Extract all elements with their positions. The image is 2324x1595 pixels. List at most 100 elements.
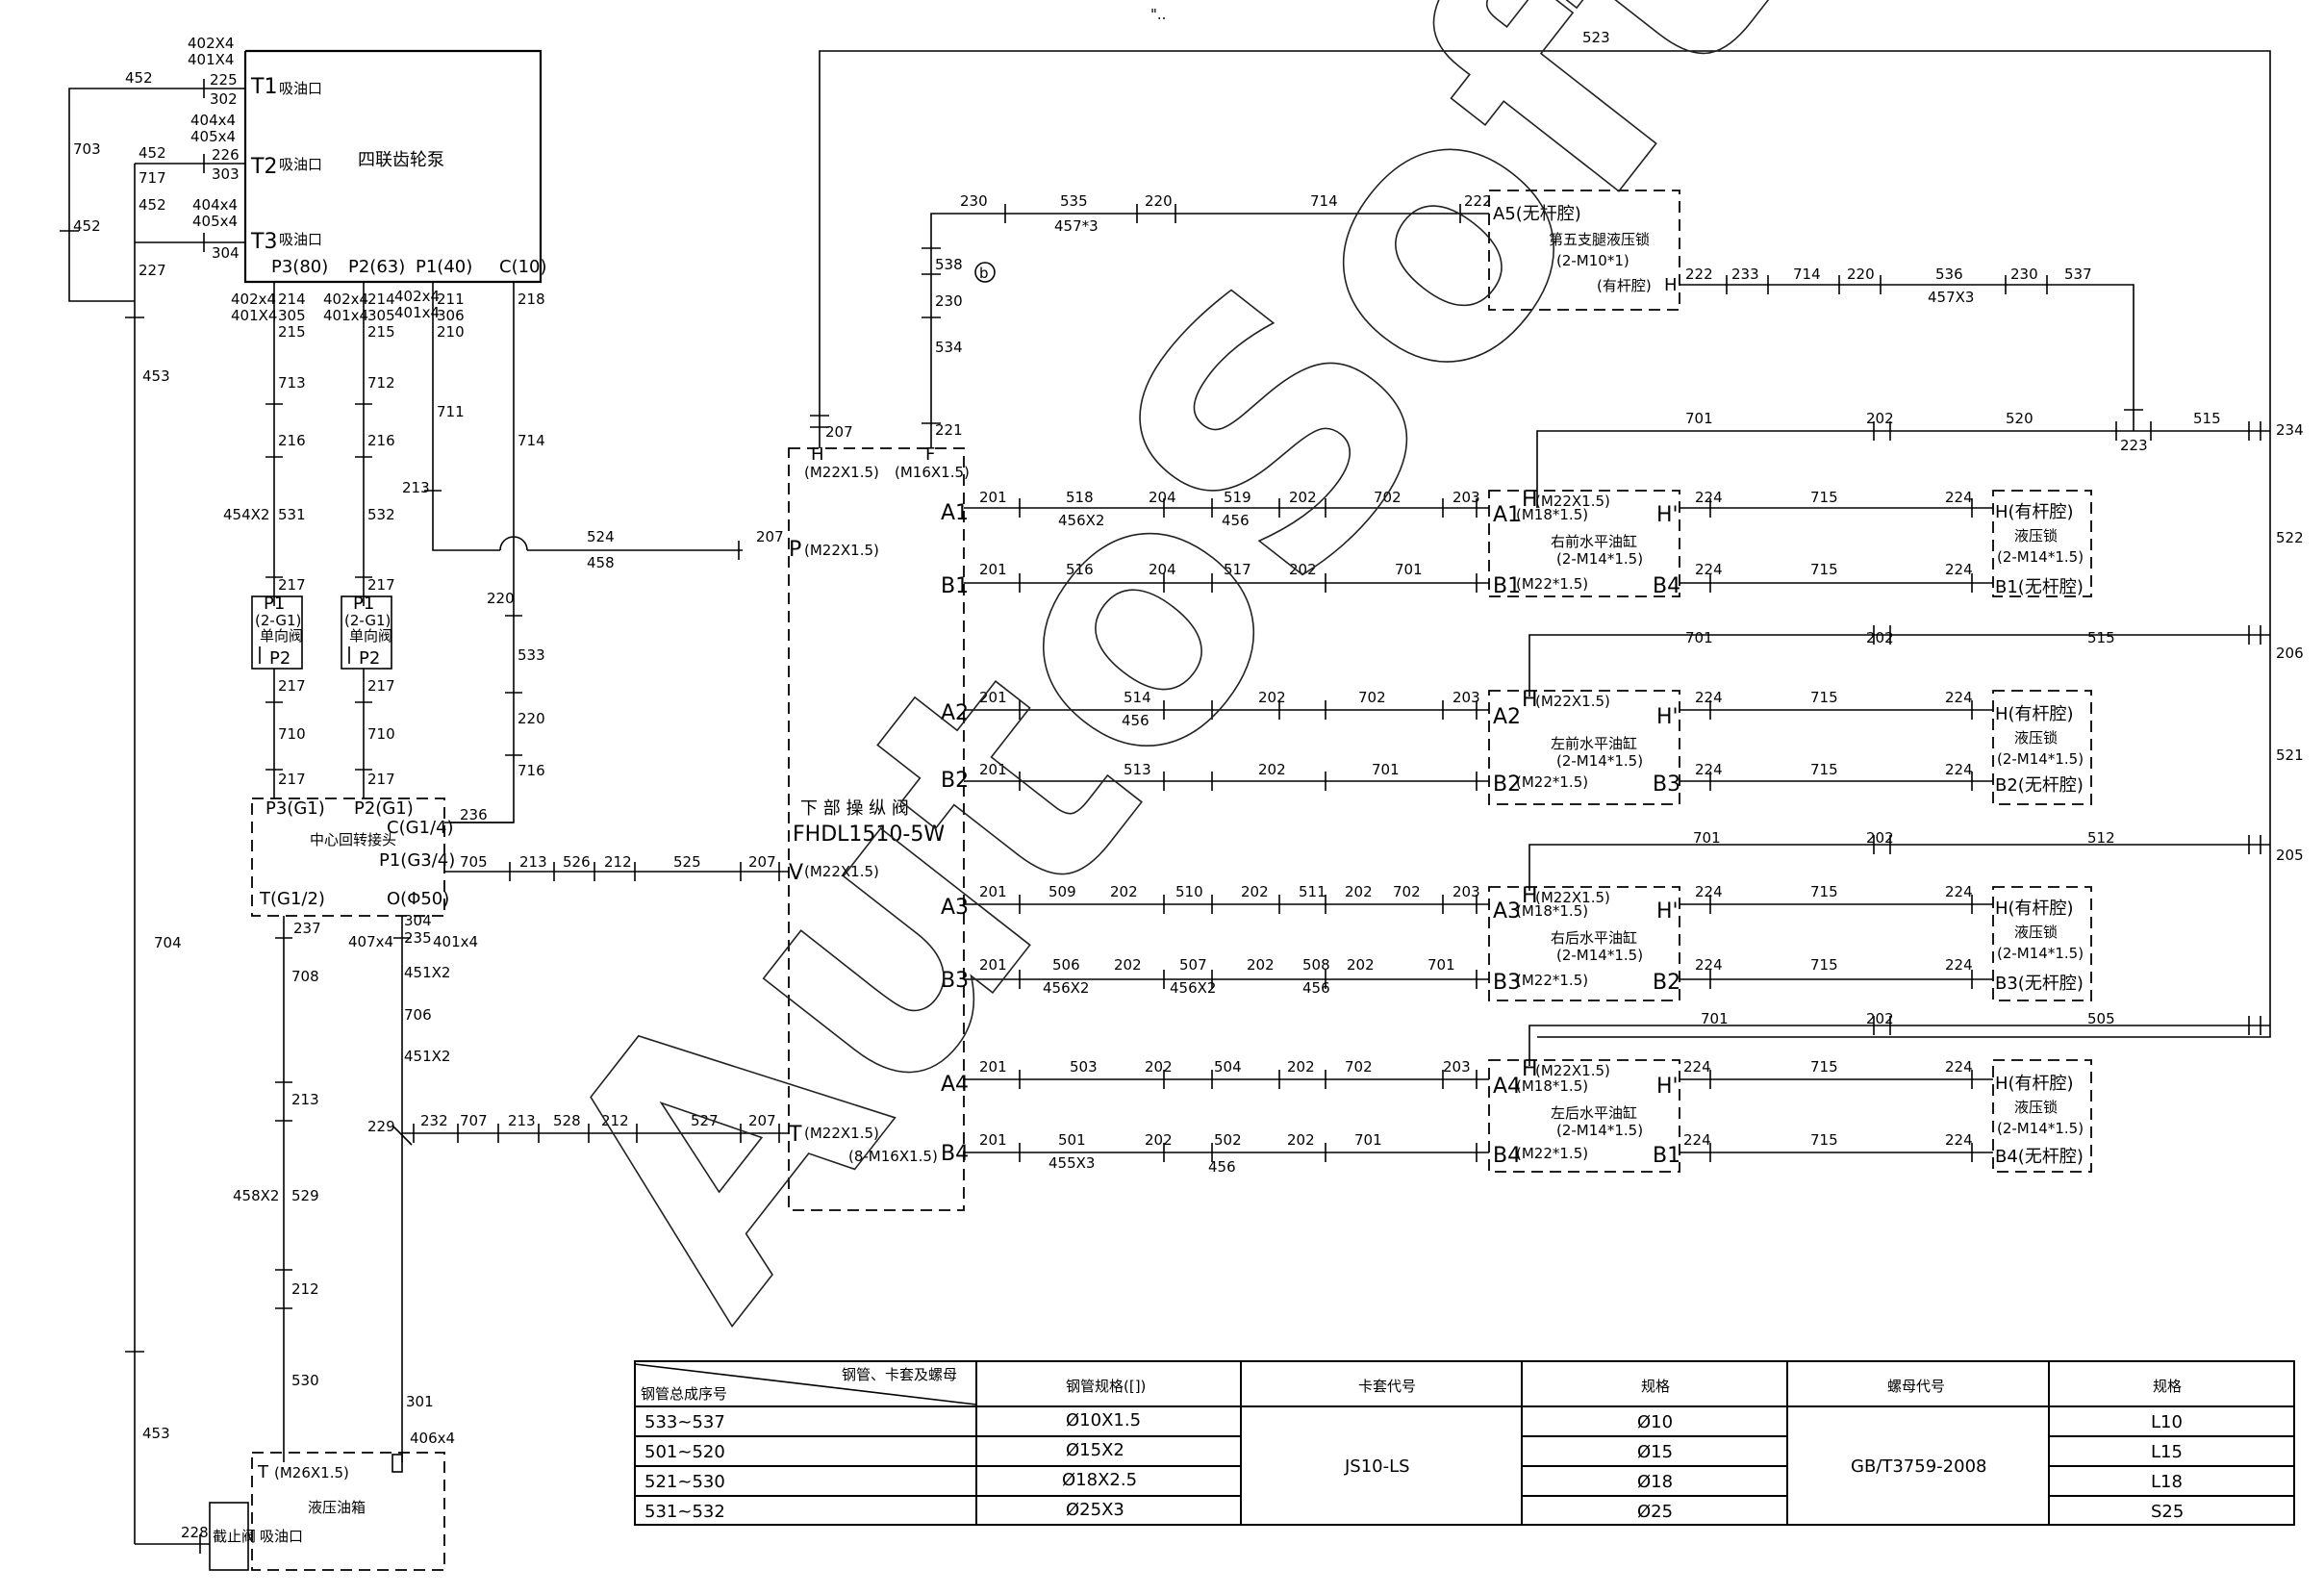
pipe-label: 407x4 — [348, 933, 393, 950]
pipe-label: 201 — [979, 689, 1007, 706]
fifth-lock-output: 222 233 714 220 536 457X3 230 537 — [1680, 266, 2135, 431]
pipe-label: 715 — [1810, 761, 1838, 778]
pipe-label: 218 — [518, 291, 545, 308]
cv-p2: P2 — [359, 648, 380, 669]
pipe-label: 401x4 — [394, 304, 440, 321]
cyl-port-b-out: B2 — [1653, 971, 1680, 995]
lock5-spec: (2-M10*1) — [1556, 252, 1629, 269]
pipe-label: 533 — [518, 646, 545, 664]
pipe-label: 527 — [691, 1112, 719, 1129]
pipe-label: 507 — [1179, 956, 1207, 974]
pipe-label: 230 — [960, 192, 988, 210]
pipe-label: 216 — [367, 432, 395, 449]
pipe-label: 210 — [437, 323, 465, 341]
cyl-spec: (2-M14*1.5) — [1556, 947, 1643, 964]
pipe-label: 453 — [142, 1425, 170, 1442]
pipe-label: 715 — [1810, 956, 1838, 974]
center-swivel-joint: P3(G1) P2(G1) 中心回转接头 C(G1/4) P1(G3/4) T(… — [251, 798, 488, 917]
pilot-line — [1528, 634, 2270, 696]
pipe-label: 202 — [1287, 1058, 1315, 1076]
tank-port: 吸油口 — [260, 1528, 303, 1545]
pipe-label: 458 — [587, 554, 615, 571]
row4-labels: 701 202 505 201 503 202 504 202 702 203 … — [979, 1010, 2115, 1176]
pipe-label: 201 — [979, 883, 1007, 900]
pipe-label: 202 — [1287, 1131, 1315, 1149]
pipe-label: 458X2 — [233, 1187, 279, 1204]
pipe-label: 224 — [1945, 561, 1973, 578]
pipe-label: 220 — [1145, 192, 1173, 210]
pipe-label: 207 — [825, 423, 853, 441]
pipe-label: 301 — [406, 1393, 434, 1410]
cv-spec: (2-G1) — [344, 612, 391, 629]
pipe-label: 224 — [1945, 761, 1973, 778]
pipe-label: 217 — [278, 576, 306, 594]
pipe-label: 701 — [1685, 629, 1713, 646]
table-cell-nut-spec: L18 — [2151, 1472, 2183, 1492]
pipe-label: 701 — [1395, 561, 1423, 578]
cyl-port-a: A4 — [1493, 1075, 1521, 1099]
pipe-label: 235 — [404, 929, 432, 947]
pipe-label: 201 — [979, 489, 1007, 506]
circle-marker: b — [979, 265, 989, 282]
pipe-label: 453 — [142, 367, 170, 385]
table-cell-ferrule: JS10-LS — [1344, 1456, 1410, 1477]
cyl-port-a: A2 — [1493, 705, 1521, 729]
pipe-label: 715 — [1810, 689, 1838, 706]
pipe-label: 217 — [367, 677, 395, 695]
pipe-label: 534 — [935, 339, 963, 356]
pipe-label: 702 — [1345, 1058, 1373, 1076]
table-cell-seq: 531~532 — [644, 1502, 725, 1522]
valve-port-b4: B4 — [941, 1142, 969, 1166]
pump-port-t3-note: 吸油口 — [279, 231, 322, 248]
valve-h: H — [811, 444, 824, 465]
pipe-label: 201 — [979, 761, 1007, 778]
pipe-label: 714 — [1310, 192, 1338, 210]
pipe-label: 714 — [1793, 266, 1821, 283]
lock-box — [1992, 886, 2092, 1001]
cyl-a-spec: (M18*1.5) — [1516, 506, 1588, 523]
pipe-label: 215 — [367, 323, 395, 341]
cyl-port-h: H — [1522, 1057, 1538, 1081]
valve-p-spec: (M22X1.5) — [804, 542, 879, 559]
pipe-label: 217 — [278, 771, 306, 788]
pipe-label: 525 — [673, 853, 701, 871]
pipe-label: 212 — [604, 853, 632, 871]
pipe-label: 202 — [1145, 1058, 1173, 1076]
cylinder-box — [1488, 490, 1680, 597]
pipe-label: 401x4 — [433, 933, 478, 950]
cylinder-box — [1488, 690, 1680, 805]
pipe-label: 203 — [1452, 883, 1480, 900]
cyl-port-a: A3 — [1493, 899, 1521, 924]
table-cell-seq: 501~520 — [644, 1442, 725, 1462]
pipe-label: 515 — [2087, 629, 2115, 646]
valve-f: F — [925, 444, 935, 465]
pipe-label: 305 — [278, 307, 306, 324]
pipe-label: 213 — [519, 853, 547, 871]
lock-port-b: B2(无杆腔) — [1995, 775, 2084, 796]
cv-name: 单向阀 — [349, 627, 392, 645]
pipe-label: 234 — [2276, 421, 2304, 439]
pilot-line — [1528, 844, 2270, 891]
cv-p2: P2 — [269, 648, 290, 669]
pipe-label: 226 — [212, 146, 240, 164]
pipe-label: 202 — [1247, 956, 1275, 974]
pipe-label: 505 — [2087, 1010, 2115, 1027]
lock-spec: (2-M14*1.5) — [1997, 1120, 2084, 1137]
table-header-col1-bottom: 钢管总成序号 — [641, 1385, 727, 1403]
pipe-label: 504 — [1214, 1058, 1242, 1076]
pipe-label: 202 — [1241, 883, 1269, 900]
pipe-label: 521 — [2276, 747, 2304, 764]
pipe-label: 401X4 — [188, 51, 234, 68]
pipe-label: 225 — [210, 71, 238, 89]
pipe-label: 502 — [1214, 1131, 1242, 1149]
swivel-lines: 705 213 526 212 525 207 237 304 235 407x… — [233, 822, 789, 1462]
pipe-label: 305 — [367, 307, 395, 324]
pipe-label: 306 — [437, 307, 465, 324]
cyl-port-h: H — [1522, 884, 1538, 908]
pump-name: 四联齿轮泵 — [358, 150, 444, 170]
pipe-label: 708 — [291, 968, 319, 985]
valve-t-spec: (M22X1.5) — [804, 1125, 879, 1142]
lock-port-b: B4(无杆腔) — [1995, 1147, 2084, 1167]
pipe-label: 402X4 — [188, 35, 234, 52]
